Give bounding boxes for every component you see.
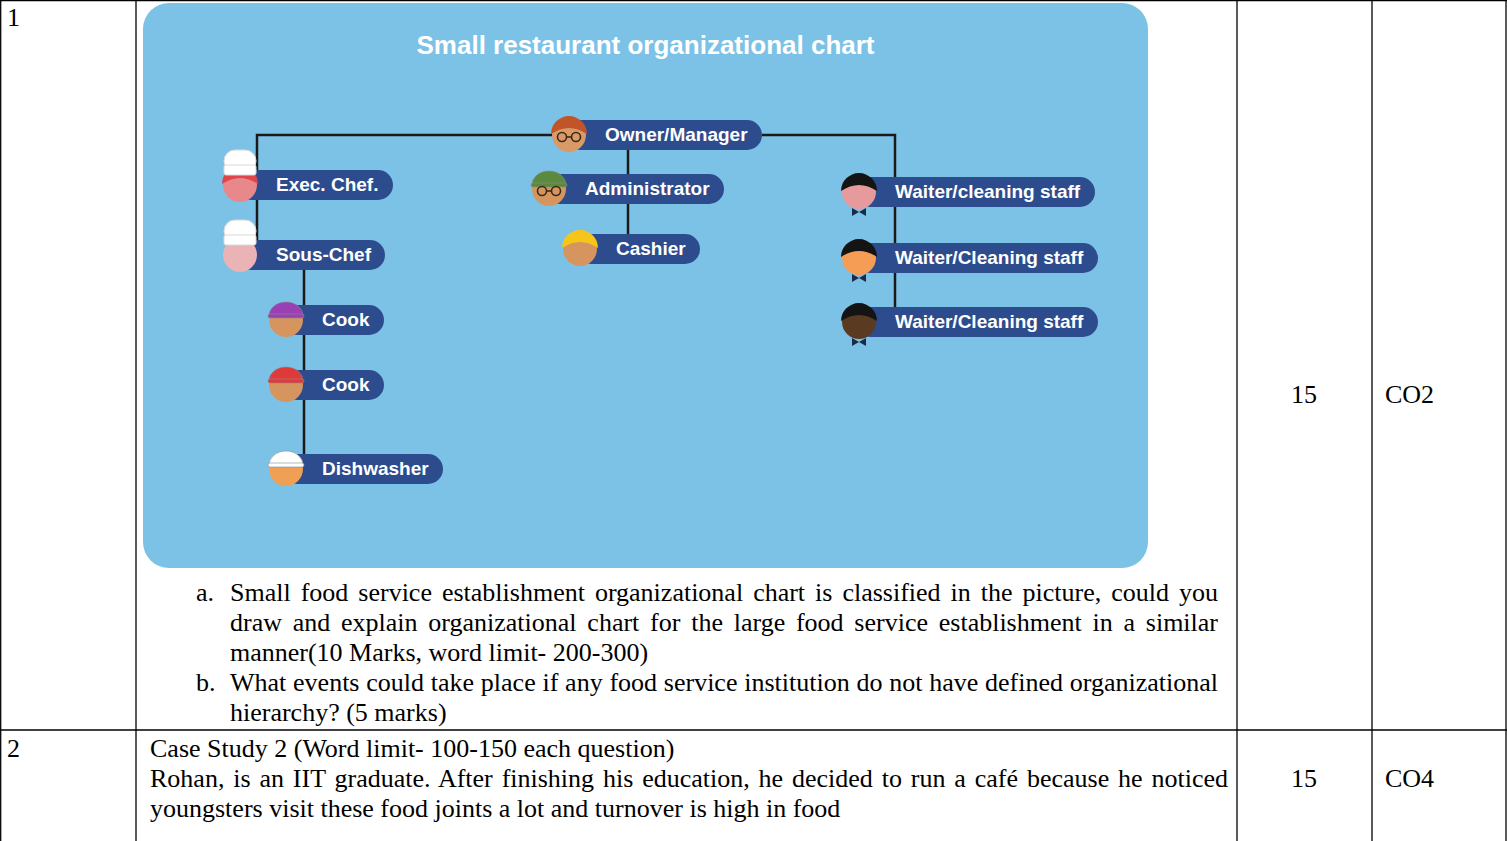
chart-panel: Small restaurant organizational chartOwn…: [143, 3, 1148, 568]
role-label: Administrator: [585, 174, 710, 204]
role-pill: Sous-Chef: [236, 240, 385, 270]
question-text: Small food service establishment organiz…: [230, 578, 1218, 668]
org-connector: [894, 273, 897, 307]
role-label: Waiter/cleaning staff: [895, 177, 1080, 207]
course-outcome-cell: CO4: [1385, 764, 1434, 794]
avatar-icon: [216, 148, 264, 210]
org-connector: [894, 207, 897, 243]
role-pill: Owner/Manager: [565, 120, 762, 150]
org-connector: [762, 135, 895, 177]
list-marker: a.: [196, 578, 214, 608]
org-connector: [303, 335, 306, 370]
role-label: Dishwasher: [322, 454, 429, 484]
role-label: Waiter/Cleaning staff: [895, 243, 1083, 273]
avatar-icon: [545, 98, 593, 160]
question-text: What events could take place if any food…: [230, 668, 1218, 728]
org-connector: [303, 270, 306, 305]
avatar-icon: [835, 221, 883, 283]
role-pill: Exec. Chef.: [236, 170, 393, 200]
org-connector: [303, 400, 306, 454]
role-label: Sous-Chef: [276, 240, 371, 270]
case-paragraph: Rohan, is an IIT graduate. After finishi…: [150, 764, 1228, 824]
role-label: Waiter/Cleaning staff: [895, 307, 1083, 337]
role-pill: Cook: [282, 370, 384, 400]
role-pill: Cashier: [576, 234, 700, 264]
avatar-icon: [262, 432, 310, 494]
avatar-icon: [835, 155, 883, 217]
role-label: Cashier: [616, 234, 686, 264]
course-outcome-cell: CO2: [1385, 380, 1434, 410]
role-label: Exec. Chef.: [276, 170, 378, 200]
question-number: 1: [7, 3, 20, 33]
role-label: Cook: [322, 305, 370, 335]
avatar-icon: [556, 212, 604, 274]
org-connector: [627, 150, 630, 174]
role-pill: Administrator: [545, 174, 724, 204]
avatar-icon: [262, 348, 310, 410]
role-pill: Waiter/Cleaning staff: [855, 307, 1098, 337]
role-pill: Waiter/cleaning staff: [855, 177, 1095, 207]
role-label: Owner/Manager: [605, 120, 748, 150]
avatar-icon: [262, 283, 310, 345]
org-connector: [627, 204, 630, 234]
role-label: Cook: [322, 370, 370, 400]
question-number: 2: [7, 734, 20, 764]
role-pill: Waiter/Cleaning staff: [855, 243, 1098, 273]
role-pill: Cook: [282, 305, 384, 335]
marks-cell: 15: [1291, 764, 1317, 794]
avatar-icon: [525, 152, 573, 214]
avatar-icon: [216, 218, 264, 280]
org-connector: [257, 135, 565, 170]
role-pill: Dishwasher: [282, 454, 443, 484]
marks-cell: 15: [1291, 380, 1317, 410]
chart-title: Small restaurant organizational chart: [143, 3, 1148, 61]
avatar-icon: [835, 285, 883, 347]
case-heading: Case Study 2 (Word limit- 100-150 each q…: [150, 734, 674, 764]
list-marker: b.: [196, 668, 216, 698]
